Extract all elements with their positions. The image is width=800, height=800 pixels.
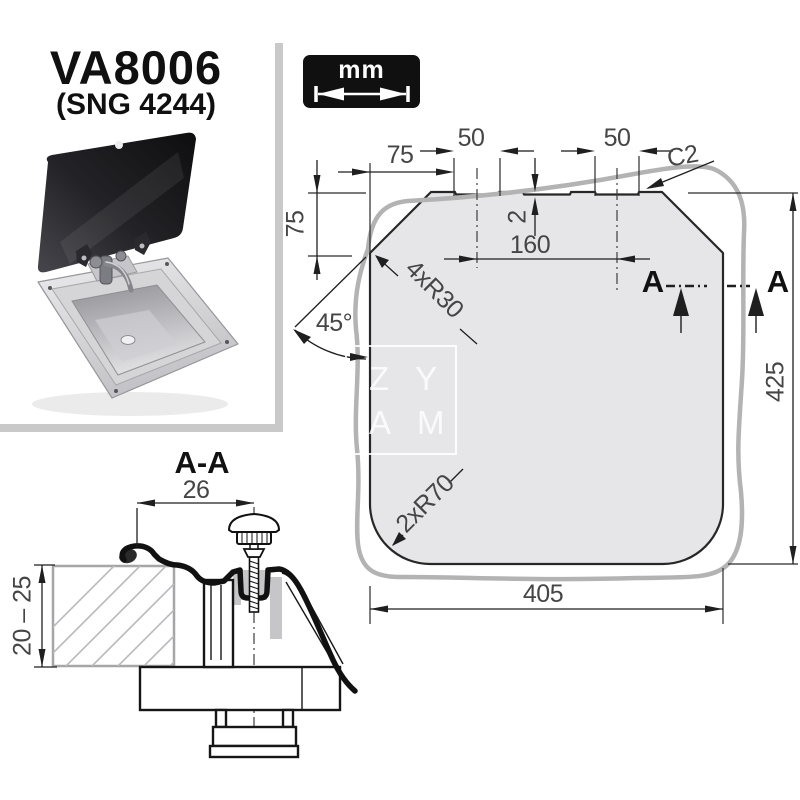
sink-lid [37,132,197,273]
dim-thickness-label: 20 – 25 [9,576,37,656]
dim-overhang-label: 26 [183,476,210,504]
counter-block [51,564,176,668]
dim-width-label: 405 [523,580,563,608]
section-view: A-A [9,445,358,759]
product-title: VA8006 [49,41,223,94]
cutout-shape [368,190,725,566]
chamfer-label: C2 [665,140,700,173]
mm-arrow-icon [313,86,410,102]
product-photo [0,43,283,432]
drain [120,335,136,345]
section-title: A-A [174,445,229,480]
dim-notch-spacing-label: 160 [510,231,550,259]
knob-cap [227,512,281,533]
dim-height-label: 425 [762,362,790,402]
photo-frame-bottom [0,424,283,432]
clamp-screw [227,512,281,613]
product-code: (SNG 4244) [55,88,217,121]
units-label: mm [338,56,385,84]
clamp-bracket [138,578,342,759]
section-marker-left: A [642,264,664,299]
angle-label: 45° [316,309,352,337]
dim-top-offset-label: 75 [387,141,414,169]
dim-notch-left-label: 50 [458,124,485,152]
section-marker-right: A [767,264,789,299]
dim-notch-depth-label: 2 [504,210,532,223]
hinge-right [134,232,151,255]
units-badge: mm [303,55,420,108]
dim-notch-right-label: 50 [604,124,631,152]
sink-rim-section [119,543,358,694]
sink-outline [353,164,747,582]
dim-left-offset-label: 75 [282,211,310,238]
photo-frame-right [275,43,283,432]
